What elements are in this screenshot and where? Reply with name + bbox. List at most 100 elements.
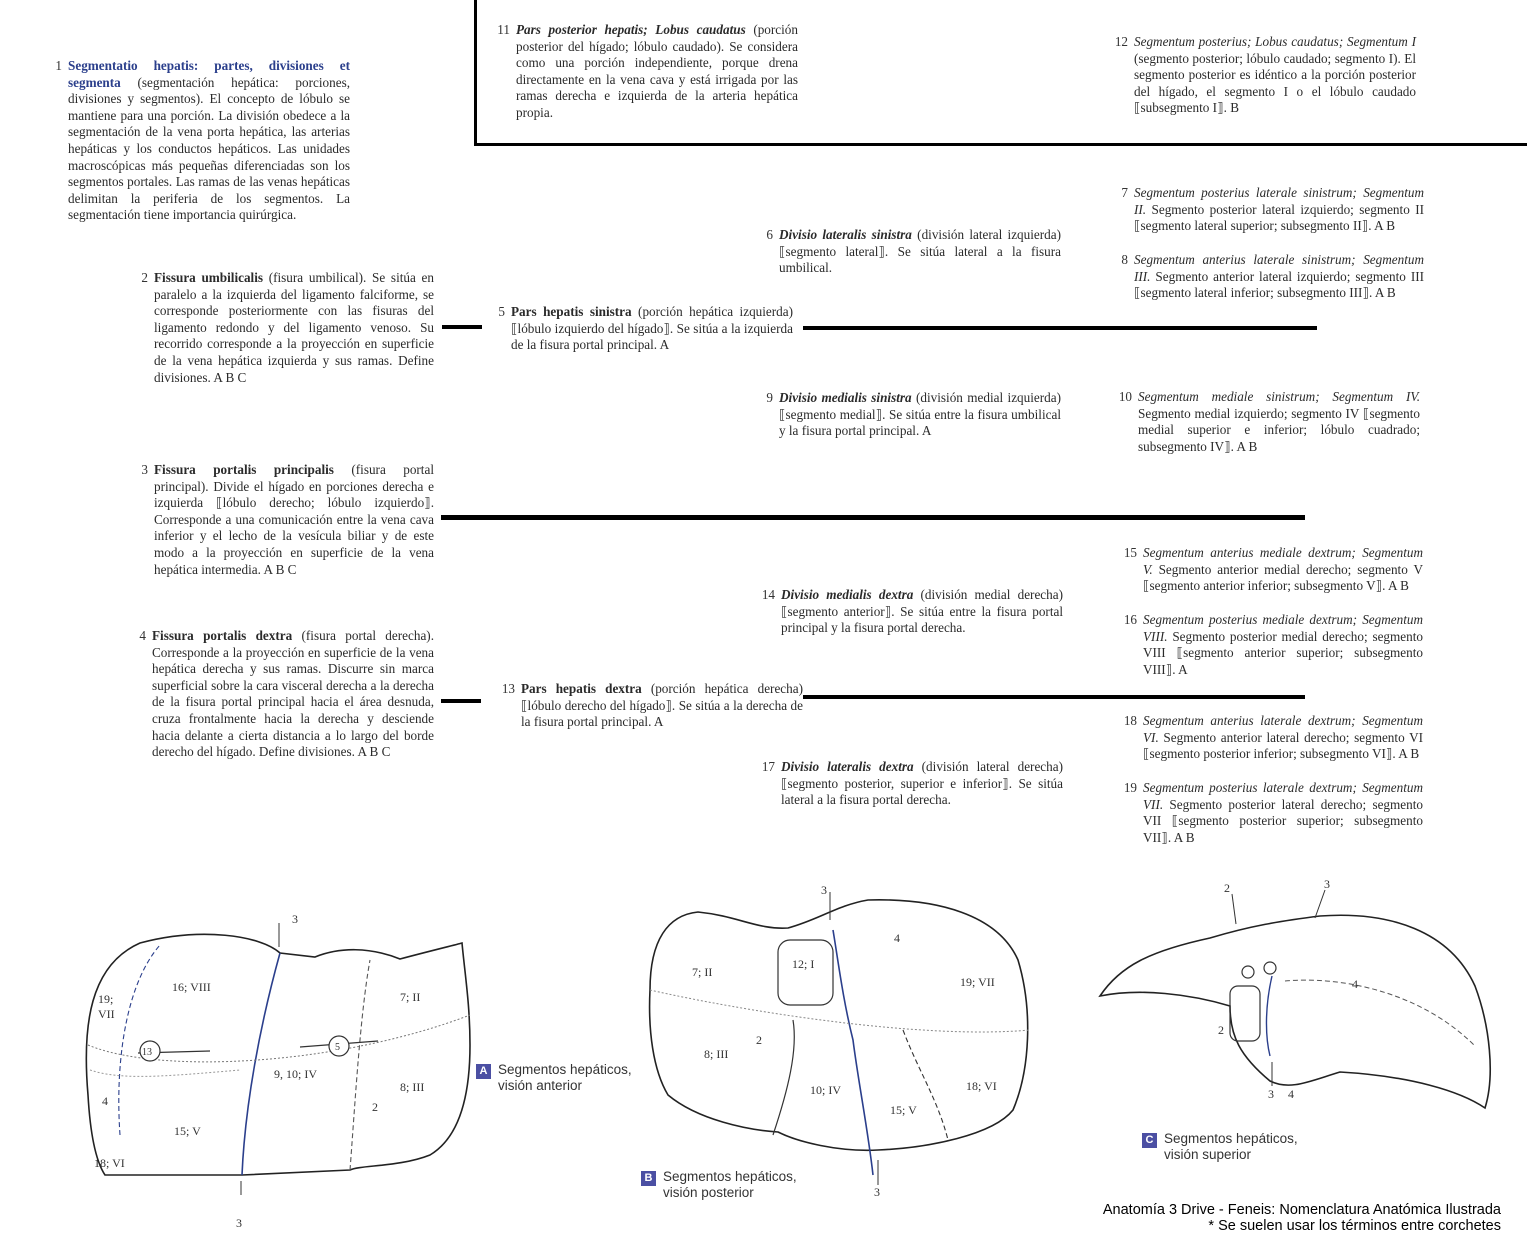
fig-a-n4: 4 [102, 1094, 108, 1108]
entry-number: 15 [1121, 545, 1137, 562]
caption-a-line2: visión anterior [498, 1078, 632, 1094]
badge-c: C [1142, 1133, 1157, 1148]
entry-number: 2 [132, 270, 148, 287]
connector-2-5 [442, 325, 482, 329]
footer-line2: * Se suelen usar los términos entre corc… [1103, 1218, 1501, 1234]
entry-text: Segmento anterior lateral derecho; segme… [1143, 730, 1423, 762]
entry-number: 5 [489, 304, 505, 321]
entry-9: 9 Divisio medialis sinistra (división me… [779, 390, 1061, 440]
entry-text: (segmento posterior; lóbulo caudado; seg… [1134, 51, 1416, 116]
frame-left-rule [474, 0, 477, 146]
entry-term: Pars posterior hepatis; Lobus caudatus [516, 22, 746, 37]
liver-outline-b [650, 900, 1028, 1150]
entry-term: Segmentum mediale sinistrum; Segmentum I… [1138, 389, 1420, 404]
entry-term: Segmentum posterius; Lobus caudatus; Seg… [1134, 34, 1416, 49]
entry-text: Segmento posterior medial derecho; segme… [1143, 629, 1423, 677]
figure-a: 16; VIII 19; VII 7; II 9, 10; IV 8; III … [60, 905, 480, 1235]
fig-b-n2: 2 [756, 1033, 762, 1047]
entry-number: 19 [1121, 780, 1137, 797]
fig-a-n5: 5 [335, 1042, 340, 1053]
entry-number: 6 [757, 227, 773, 244]
entry-14: 14 Divisio medialis dextra (división med… [781, 587, 1063, 637]
fig-a-n2: 2 [372, 1100, 378, 1114]
badge-b: B [641, 1171, 656, 1186]
entry-term: Fissura portalis dextra [152, 628, 292, 643]
caption-b-line1: Segmentos hepáticos, [663, 1169, 797, 1185]
figure-c: 2 3 4 2 3 4 [1090, 876, 1510, 1126]
entry-number: 18 [1121, 713, 1137, 730]
fig-b-seg3: 8; III [704, 1047, 728, 1061]
entry-term: Pars hepatis sinistra [511, 304, 632, 319]
fig-c-n3bot: 3 [1268, 1087, 1274, 1101]
entry-15: 15 Segmentum anterius mediale dextrum; S… [1143, 545, 1423, 595]
fig-b-seg6: 18; VI [966, 1079, 997, 1093]
fig-b-n3top: 3 [821, 883, 827, 897]
entry-text: Segmento anterior medial derecho; segmen… [1143, 562, 1423, 594]
badge-a: A [476, 1064, 491, 1079]
figure-b: 7; II 12; I 19; VII 8; III 10; IV 18; VI… [638, 880, 1038, 1200]
entry-number: 1 [46, 58, 62, 75]
entry-17: 17 Divisio lateralis dextra (división la… [781, 759, 1063, 809]
fig-a-n13: 13 [142, 1047, 152, 1058]
frame-bottom-rule [474, 143, 1527, 146]
entry-number: 14 [759, 587, 775, 604]
fig-a-seg4: 9, 10; IV [274, 1067, 317, 1081]
entry-number: 3 [132, 462, 148, 479]
fig-b-seg5: 15; V [890, 1103, 917, 1117]
entry-text: (fisura portal derecha). Corresponde a l… [152, 628, 434, 759]
connector-3 [441, 515, 1305, 520]
fig-c-n2left: 2 [1218, 1023, 1224, 1037]
entry-term: Divisio lateralis dextra [781, 759, 914, 774]
caption-a: A Segmentos hepáticos, visión anterior [498, 1062, 632, 1094]
caption-b-line2: visión posterior [663, 1185, 797, 1201]
entry-6: 6 Divisio lateralis sinistra (división l… [779, 227, 1061, 277]
fig-a-n3top: 3 [292, 912, 298, 926]
entry-term: Divisio medialis sinistra [779, 390, 912, 405]
entry-term: Fissura portalis principalis [154, 462, 334, 477]
entry-18: 18 Segmentum anterius laterale dextrum; … [1143, 713, 1423, 763]
caption-c-line1: Segmentos hepáticos, [1164, 1131, 1298, 1147]
fig-b-seg1: 12; I [792, 957, 814, 971]
fig-b-seg4: 10; IV [810, 1083, 841, 1097]
fig-c-n4right: 4 [1352, 977, 1358, 991]
fig-a-seg3: 8; III [400, 1080, 424, 1094]
entry-text: (fisura portal principal). Divide el híg… [154, 462, 434, 577]
entry-text: Segmento posterior lateral derecho; segm… [1143, 797, 1423, 845]
caption-a-line1: Segmentos hepáticos, [498, 1062, 632, 1078]
entry-number: 7 [1112, 185, 1128, 202]
entry-number: 8 [1112, 252, 1128, 269]
connector-4-13 [441, 699, 481, 703]
fig-a-seg2: 7; II [400, 990, 420, 1004]
fig-b-n4: 4 [894, 931, 900, 945]
entry-7: 7 Segmentum posterius laterale sinistrum… [1134, 185, 1424, 235]
caption-b: B Segmentos hepáticos, visión posterior [663, 1169, 797, 1201]
entry-term: Fissura umbilicalis [154, 270, 263, 285]
connector-13-right [803, 695, 1305, 699]
fig-a-seg6: 18; VI [94, 1156, 125, 1170]
entry-term: Divisio lateralis sinistra [779, 227, 912, 242]
connector-5-right [803, 326, 1317, 330]
entry-text: (segmentación hepática: porciones, divis… [68, 75, 350, 223]
entry-number: 13 [499, 681, 515, 698]
entry-number: 16 [1121, 612, 1137, 629]
entry-3: 3 Fissura portalis principalis (fisura p… [154, 462, 434, 578]
entry-2: 2 Fissura umbilicalis (fisura umbilical)… [154, 270, 434, 386]
entry-11: 11 Pars posterior hepatis; Lobus caudatu… [516, 22, 798, 122]
fig-a-seg7b: VII [98, 1007, 115, 1021]
entry-term: Pars hepatis dextra [521, 681, 642, 696]
entry-5: 5 Pars hepatis sinistra (porción hepátic… [511, 304, 793, 354]
entry-19: 19 Segmentum posterius laterale dextrum;… [1143, 780, 1423, 846]
entry-term: Divisio medialis dextra [781, 587, 913, 602]
fig-c-n3top: 3 [1324, 877, 1330, 891]
caption-c-line2: visión superior [1164, 1147, 1298, 1163]
entry-number: 12 [1112, 34, 1128, 51]
entry-10: 10 Segmentum mediale sinistrum; Segmentu… [1138, 389, 1420, 455]
entry-12: 12 Segmentum posterius; Lobus caudatus; … [1134, 34, 1416, 117]
entry-text: Segmento anterior lateral izquierdo; seg… [1134, 269, 1424, 301]
liver-outline-c [1100, 915, 1490, 1108]
entry-1: 1 Segmentatio hepatis: partes, divisione… [68, 58, 350, 224]
entry-8: 8 Segmentum anterius laterale sinistrum;… [1134, 252, 1424, 302]
entry-number: 4 [130, 628, 146, 645]
fig-a-seg8: 16; VIII [172, 980, 211, 994]
caption-c: C Segmentos hepáticos, visión superior [1164, 1131, 1298, 1163]
